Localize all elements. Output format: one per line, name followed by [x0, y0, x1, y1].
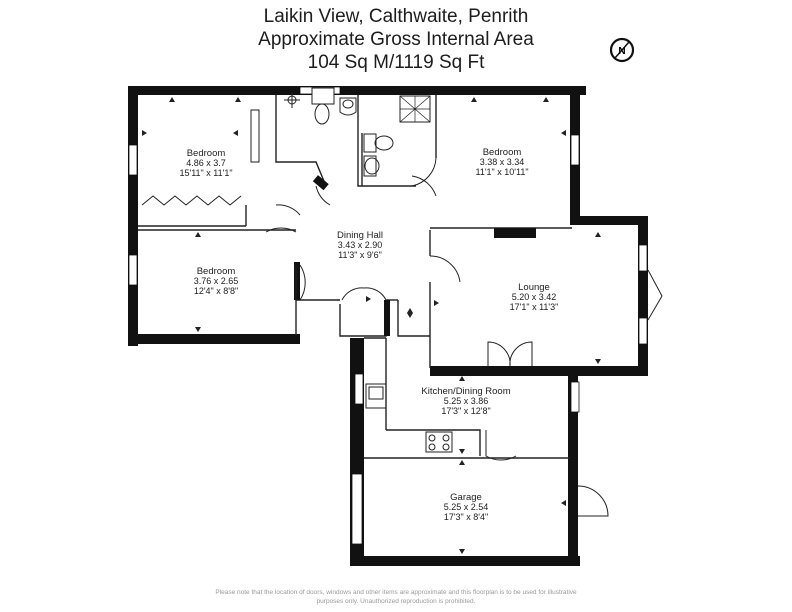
measure-markers: [142, 97, 601, 554]
room-name: Garage: [450, 492, 482, 503]
wardrobe: [141, 195, 242, 206]
room-imperial: 17'1" x 11'3": [510, 302, 559, 312]
room-imperial: 17'3" x 12'8": [441, 406, 490, 416]
disclaimer-line-2: purposes only. Unauthorized reproduction…: [316, 598, 476, 605]
room-metric: 4.86 x 3.7: [186, 158, 226, 168]
room-metric: 5.25 x 3.86: [444, 396, 489, 406]
room-imperial: 15'11" x 11'1": [179, 168, 232, 178]
room-metric: 5.20 x 3.42: [512, 292, 557, 302]
disclaimer-line-1: Please note that the location of doors, …: [215, 589, 577, 596]
room-name: Bedroom: [187, 148, 226, 159]
room-metric: 3.43 x 2.90: [338, 240, 383, 250]
room-metric: 5.25 x 2.54: [444, 502, 489, 512]
radiator: [250, 109, 260, 163]
room-imperial: 12'4" x 8'8": [194, 286, 238, 296]
title-line-3: 104 Sq M/1119 Sq Ft: [307, 52, 485, 73]
room-metric: 3.76 x 2.65: [194, 276, 239, 286]
room-name: Lounge: [518, 282, 550, 293]
room-lounge: Lounge 5.20 x 3.42 17'1" x 11'3": [510, 282, 559, 312]
room-name: Bedroom: [197, 266, 236, 277]
title-line-2: Approximate Gross Internal Area: [258, 29, 534, 50]
doors: [265, 157, 663, 517]
room-name: Kitchen/Dining Room: [421, 386, 510, 397]
kitchen-fittings: [365, 383, 453, 453]
inner-walls: [138, 95, 572, 459]
room-metric: 3.38 x 3.34: [480, 157, 525, 167]
bathroom-fixtures: [284, 87, 431, 177]
room-kitchen-dining: Kitchen/Dining Room 5.25 x 3.86 17'3" x …: [421, 386, 510, 416]
title-line-1: Laikin View, Calthwaite, Penrith: [263, 6, 529, 27]
room-bedroom-3: Bedroom 3.76 x 2.65 12'4" x 8'8": [194, 266, 239, 296]
room-garage: Garage 5.25 x 2.54 17'3" x 8'4": [444, 492, 489, 522]
wall-stubs: [294, 175, 536, 336]
room-imperial: 11'3" x 9'6": [338, 250, 382, 260]
room-dining-hall: Dining Hall 3.43 x 2.90 11'3" x 9'6": [337, 230, 383, 260]
compass-letter: N: [618, 46, 625, 57]
compass-icon: N: [609, 37, 635, 63]
room-name: Dining Hall: [337, 230, 383, 241]
room-imperial: 11'1" x 10'11": [475, 167, 528, 177]
room-bedroom-2: Bedroom 3.38 x 3.34 11'1" x 10'11": [475, 147, 528, 177]
room-name: Bedroom: [483, 147, 522, 158]
room-imperial: 17'3" x 8'4": [444, 512, 488, 522]
room-bedroom-1: Bedroom 4.86 x 3.7 15'11" x 11'1": [179, 148, 232, 178]
